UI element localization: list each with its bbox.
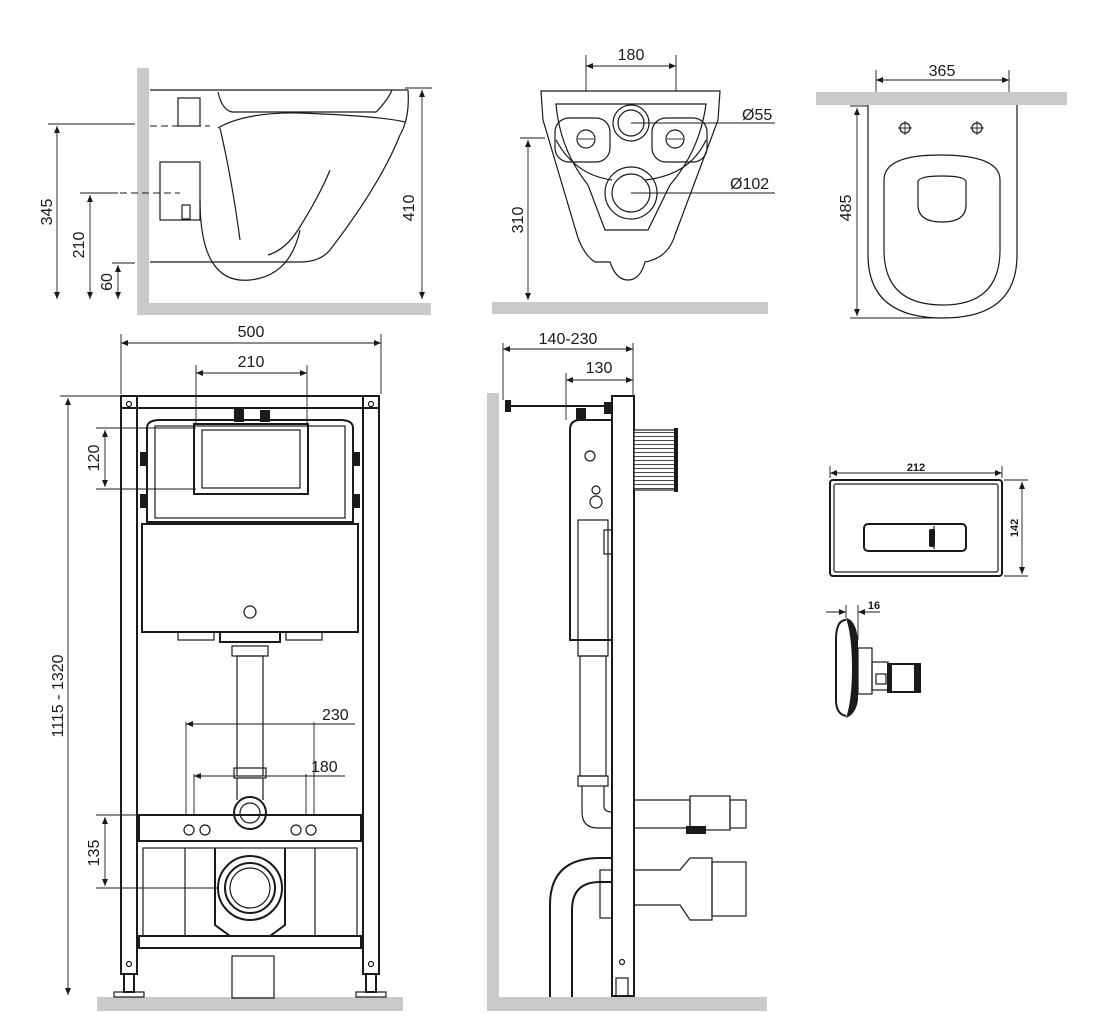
dim-16: 16 <box>868 600 880 612</box>
dim-120: 120 <box>86 445 103 472</box>
dim-210: 210 <box>71 232 88 259</box>
frame-front-view: 500 210 1115 - 1320 120 230 180 135 <box>50 324 403 1011</box>
dim-212: 212 <box>907 462 925 474</box>
flush-pipe <box>236 655 264 777</box>
rear-outline <box>540 90 721 281</box>
plate-side <box>835 619 847 717</box>
dim-310: 310 <box>510 207 527 234</box>
cistern-top <box>146 419 354 523</box>
dim-140-230: 140-230 <box>539 331 598 348</box>
dim-410: 410 <box>401 195 418 222</box>
frame-top-rail <box>120 395 380 409</box>
button-housing <box>633 429 677 491</box>
dim-210-window: 210 <box>238 354 265 371</box>
cistern-side <box>569 419 613 641</box>
frame-upright <box>611 395 635 997</box>
dim-180-bolts: 180 <box>311 759 338 776</box>
bowl-rear-view: 180 Ø55 Ø102 310 <box>492 47 775 314</box>
dim-130: 130 <box>586 360 613 377</box>
dim-485: 485 <box>838 195 855 222</box>
dim-135: 135 <box>86 840 103 867</box>
dual-flush-divider-icon <box>929 529 935 547</box>
flush-plate <box>829 479 1003 577</box>
dim-d55: Ø55 <box>742 107 772 124</box>
bowl-top-view: 365 485 <box>816 63 1067 319</box>
floor <box>492 302 768 314</box>
outlet-bend <box>549 857 612 997</box>
service-window <box>193 423 309 495</box>
frame-upright-right <box>362 395 380 975</box>
dim-345: 345 <box>39 199 56 226</box>
bowl-side-view: 345 210 60 410 <box>39 68 432 315</box>
dim-230: 230 <box>322 707 349 724</box>
mounting-crossbar <box>138 814 362 842</box>
dim-d102: Ø102 <box>730 176 769 193</box>
lock-icon <box>243 605 257 619</box>
dim-500: 500 <box>238 324 265 341</box>
outlet-pipe <box>217 855 283 921</box>
flush-plate-view: 212 142 16 <box>826 462 1028 718</box>
dim-142: 142 <box>1009 519 1021 537</box>
wall <box>487 393 499 1010</box>
floor <box>137 303 431 315</box>
top-outline <box>867 105 1018 319</box>
wall <box>137 68 149 315</box>
dim-180: 180 <box>618 47 645 64</box>
bowl-outline <box>150 89 409 263</box>
wall <box>816 92 1067 105</box>
flush-button[interactable] <box>863 523 967 552</box>
dim-365: 365 <box>929 63 956 80</box>
dim-60: 60 <box>99 273 116 291</box>
dim-height-range: 1115 - 1320 <box>50 654 67 737</box>
floor <box>97 997 403 1011</box>
frame-side-view: 140-230 130 <box>487 331 767 1011</box>
frame-upright-left <box>120 395 138 975</box>
floor <box>487 997 767 1011</box>
